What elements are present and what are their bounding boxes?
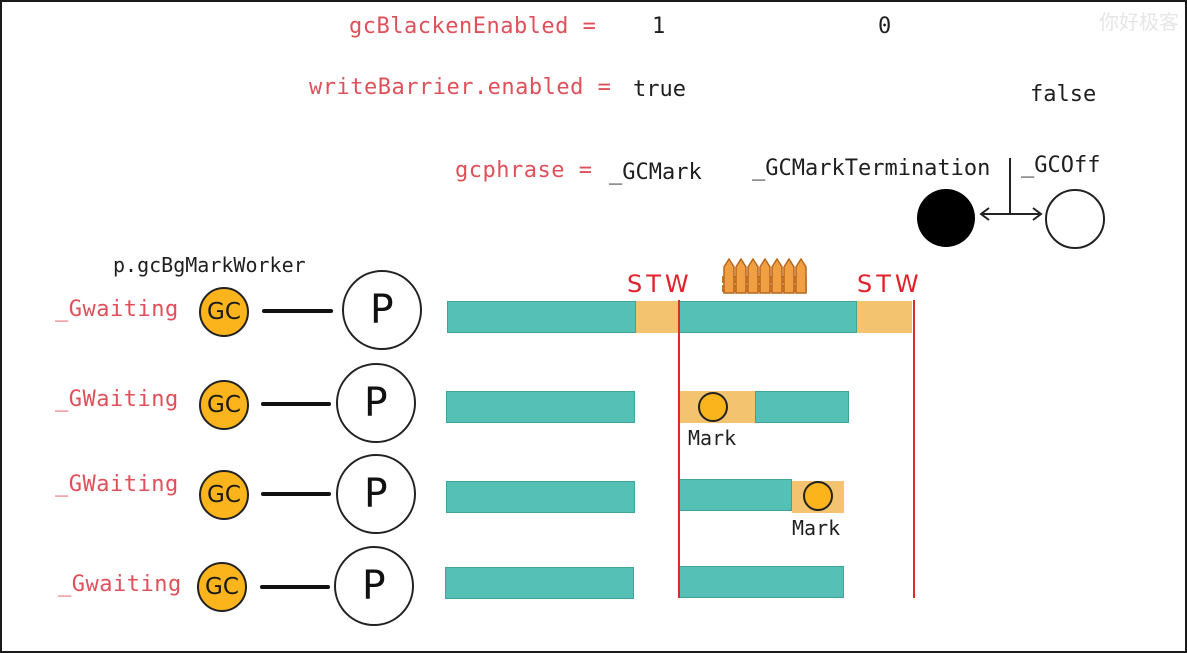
mark-label-1: Mark <box>688 426 737 450</box>
mark-label-2: Mark <box>792 516 841 540</box>
phase-transition-diagram <box>917 158 1105 249</box>
gc-worker-2: GC <box>199 380 249 430</box>
timeline-run-2a <box>446 391 635 423</box>
writebarrier-label: writeBarrier.enabled = <box>309 75 612 100</box>
stw-label-1: STW <box>627 270 693 298</box>
arrow-right-icon <box>1032 207 1043 221</box>
stw-label-2: STW <box>857 270 923 298</box>
gcblacken-value-1: 1 <box>652 14 666 39</box>
stw-line-1 <box>678 300 680 598</box>
worker-p-link-2 <box>261 402 331 406</box>
gc-worker-4: GC <box>197 562 247 612</box>
timeline-stw-1a <box>636 301 679 333</box>
watermark: 你好极客 <box>1099 10 1179 34</box>
gcphase-value-marktermination: _GCMarkTermination <box>752 156 991 181</box>
worker-p-link-1 <box>262 309 333 313</box>
goroutine-status-2: _GWaiting <box>55 387 179 412</box>
worker-p-link-3 <box>261 492 331 496</box>
arrow-left-icon <box>979 207 990 221</box>
timeline-run-4a <box>445 567 634 599</box>
gcphase-value-gcoff: _GCOff <box>1021 153 1101 178</box>
timeline-run-1a <box>447 301 636 333</box>
processor-p-4: P <box>334 546 414 626</box>
mark-worker-icon-1 <box>698 392 728 422</box>
processor-p-1: P <box>342 270 422 350</box>
processor-p-2: P <box>336 363 416 443</box>
mark-termination-state-icon <box>917 189 975 247</box>
fence-icon <box>722 257 807 294</box>
timeline-run-4b <box>679 566 844 598</box>
processor-p-3: P <box>336 454 416 534</box>
timeline-run-1b <box>679 301 857 333</box>
gc-worker-3: GC <box>199 470 249 520</box>
gcphase-value-mark: _GCMark <box>609 160 702 185</box>
writebarrier-value-1: true <box>633 77 686 102</box>
worker-p-link-4 <box>260 585 330 589</box>
stw-line-2 <box>913 300 915 598</box>
goroutine-status-4: _Gwaiting <box>58 572 182 597</box>
worker-title: p.gcBgMarkWorker <box>113 253 306 277</box>
gcblacken-label: gcBlackenEnabled = <box>349 14 597 39</box>
gc-off-state-icon <box>1045 189 1105 249</box>
timeline-run-2b <box>755 391 849 423</box>
timeline-run-3a <box>446 481 635 513</box>
goroutine-status-3: _GWaiting <box>55 472 179 497</box>
mark-worker-icon-2 <box>803 481 833 511</box>
gc-worker-1: GC <box>199 287 249 337</box>
gcphase-label: gcphrase = <box>455 158 593 183</box>
writebarrier-value-2: false <box>1030 82 1097 107</box>
timeline-run-3b <box>679 479 792 511</box>
gcblacken-value-2: 0 <box>878 14 892 39</box>
goroutine-status-1: _Gwaiting <box>55 297 179 322</box>
timeline-stw-1b <box>857 301 912 333</box>
